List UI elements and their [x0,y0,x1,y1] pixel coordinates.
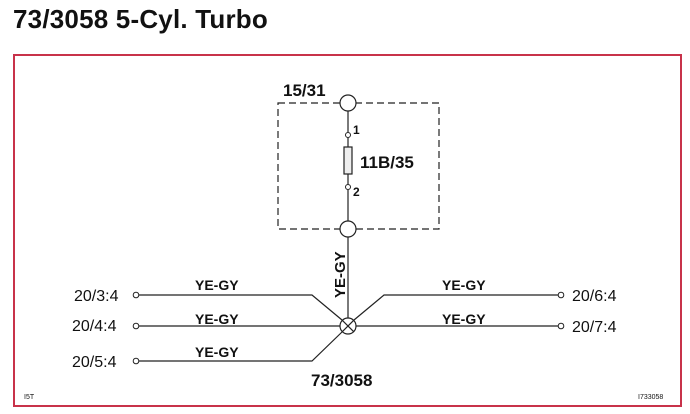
right-wire-label-1: YE-GY [442,277,486,293]
left-wire-label-3: YE-GY [195,344,239,360]
right-wire-label-2: YE-GY [442,311,486,327]
left-connector-3: 20/5:4 [72,354,117,371]
diagram-frame [13,54,682,407]
left-terminal-1[interactable] [132,291,140,299]
trunk-wire-label: YE-GY [332,251,349,298]
pin-2-label: 2 [353,185,360,199]
junction-cross-b [341,319,355,333]
right-wire-1 [353,294,558,321]
left-wire-label-1: YE-GY [195,277,239,293]
pin-1-dot [345,132,351,138]
pin-1-label: 1 [353,123,360,137]
right-connector-1: 20/6:4 [572,288,617,305]
footer-right-code: I733058 [638,394,663,401]
connector-bottom-circle[interactable] [339,220,357,238]
fuse-label: 11B/35 [360,153,414,172]
page-title: 73/3058 5-Cyl. Turbo [13,4,268,34]
fuse-symbol[interactable] [343,146,353,175]
left-wire-label-2: YE-GY [195,311,239,327]
left-wire-3 [139,331,343,362]
footer-left-code: I5T [24,394,35,401]
left-terminal-2[interactable] [132,322,140,330]
right-terminal-1[interactable] [557,291,565,299]
right-terminal-2[interactable] [557,322,565,330]
left-terminal-3[interactable] [132,357,140,365]
junction-label: 73/3058 [311,371,372,390]
top-connector-label: 15/31 [283,81,326,100]
left-wire-1 [139,294,343,321]
fuse-box-outline [277,102,440,230]
left-connector-2: 20/4:4 [72,318,117,335]
right-connector-2: 20/7:4 [572,319,617,336]
connector-top-circle[interactable] [339,94,357,112]
pin-2-dot [345,184,351,190]
left-connector-1: 20/3:4 [74,288,119,305]
